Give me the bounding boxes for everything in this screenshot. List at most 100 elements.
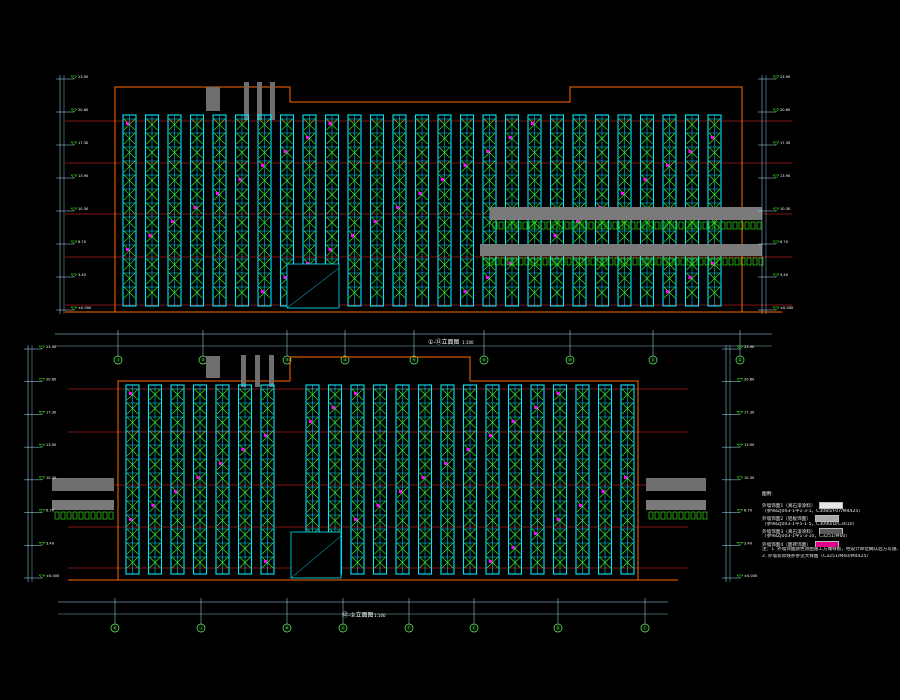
truss-brace xyxy=(599,430,611,443)
truss-brace xyxy=(438,230,451,243)
truss-brace xyxy=(509,486,521,499)
truss-brace xyxy=(371,174,383,187)
bridge-rail xyxy=(638,257,644,266)
truss-brace xyxy=(464,514,476,527)
level-triangle xyxy=(772,207,780,212)
truss-brace xyxy=(396,458,409,471)
stair-tower xyxy=(244,82,249,120)
truss-brace xyxy=(576,444,589,457)
truss-brace xyxy=(509,542,521,555)
truss-brace xyxy=(486,486,499,499)
axis-bubble-label: Ⓒ xyxy=(643,625,648,632)
truss-brace xyxy=(123,202,136,215)
bridge-rail xyxy=(488,257,494,266)
truss-brace xyxy=(351,458,364,471)
truss-brace xyxy=(126,472,139,485)
bridge-rail xyxy=(522,221,528,230)
bridge-rail xyxy=(666,511,672,520)
truss-brace xyxy=(258,160,271,173)
level-label: 23.90 xyxy=(780,75,791,79)
truss-brace xyxy=(393,202,406,215)
truss-brace xyxy=(686,188,698,201)
stair-tower xyxy=(206,87,220,111)
truss-brace xyxy=(146,160,158,173)
truss-brace xyxy=(348,118,361,131)
accent-panel xyxy=(126,122,129,125)
bridge-rail xyxy=(66,511,72,520)
bridge-rail xyxy=(624,221,630,230)
truss-brace xyxy=(239,388,251,401)
bridge-rail xyxy=(548,257,554,266)
truss-brace xyxy=(416,118,428,131)
truss-brace xyxy=(348,132,361,145)
truss-brace xyxy=(531,416,544,429)
truss-brace xyxy=(621,444,634,457)
truss-brace xyxy=(506,146,518,159)
truss-brace xyxy=(621,542,634,555)
truss-brace xyxy=(194,402,206,415)
truss-brace xyxy=(374,472,386,485)
entrance-canopy xyxy=(286,267,340,309)
bridge-rail xyxy=(654,511,660,520)
truss-brace xyxy=(326,132,338,145)
bridge-rail xyxy=(96,511,102,520)
truss-brace xyxy=(528,146,541,159)
truss-brace xyxy=(576,514,589,527)
entrance-opening xyxy=(286,263,340,309)
level-label: 17.30 xyxy=(744,410,755,414)
legend-swatch xyxy=(819,502,844,509)
truss-brace xyxy=(261,542,274,555)
bridge-rail xyxy=(722,257,728,266)
bridge-rail xyxy=(588,221,594,230)
truss-brace xyxy=(168,202,181,215)
truss-brace xyxy=(374,486,386,499)
truss-brace xyxy=(213,132,226,145)
truss-brace xyxy=(509,444,521,457)
truss-brace xyxy=(191,188,203,201)
legend-row-label: 外墙饰面3（真石漆涂料） xyxy=(762,529,816,535)
truss-brace xyxy=(126,556,139,569)
truss-brace xyxy=(599,458,611,471)
truss-brace xyxy=(149,388,161,401)
truss-brace xyxy=(528,160,541,173)
truss-brace xyxy=(149,472,161,485)
truss-brace xyxy=(213,160,226,173)
truss-brace xyxy=(258,132,271,145)
truss-brace xyxy=(213,286,226,299)
truss-brace xyxy=(126,514,139,527)
truss-brace xyxy=(303,174,316,187)
truss-brace xyxy=(191,244,203,257)
bridge-rail xyxy=(602,257,608,266)
level-label: 17.30 xyxy=(780,141,791,145)
axis-bubble xyxy=(404,623,414,633)
level-label: 6.70 xyxy=(744,509,753,513)
truss-brace xyxy=(326,230,338,243)
bridge-rail xyxy=(108,511,114,520)
truss-brace xyxy=(168,174,181,187)
bridge-rail xyxy=(576,221,582,230)
level-triangle xyxy=(772,174,780,179)
truss-brace xyxy=(191,132,203,145)
level-label: 6.70 xyxy=(780,240,789,244)
bridge-rail xyxy=(72,511,78,520)
accent-panel xyxy=(261,164,264,167)
truss-brace xyxy=(329,444,341,457)
truss-brace xyxy=(258,272,271,285)
truss-brace xyxy=(348,216,361,229)
accent-panel xyxy=(556,392,560,395)
truss-brace xyxy=(506,230,518,243)
truss-brace xyxy=(146,230,158,243)
accent-panel xyxy=(283,150,287,153)
accent-panel xyxy=(373,220,377,223)
truss-brace xyxy=(374,444,386,457)
bridge-rail xyxy=(630,221,636,230)
truss-brace xyxy=(531,528,544,541)
truss-brace xyxy=(641,174,653,187)
truss-brace xyxy=(236,286,248,299)
truss-brace xyxy=(306,486,319,499)
truss-brace xyxy=(416,244,428,257)
truss-brace xyxy=(438,244,451,257)
truss-brace xyxy=(306,388,319,401)
truss-brace xyxy=(554,402,566,415)
truss-brace xyxy=(126,416,139,429)
